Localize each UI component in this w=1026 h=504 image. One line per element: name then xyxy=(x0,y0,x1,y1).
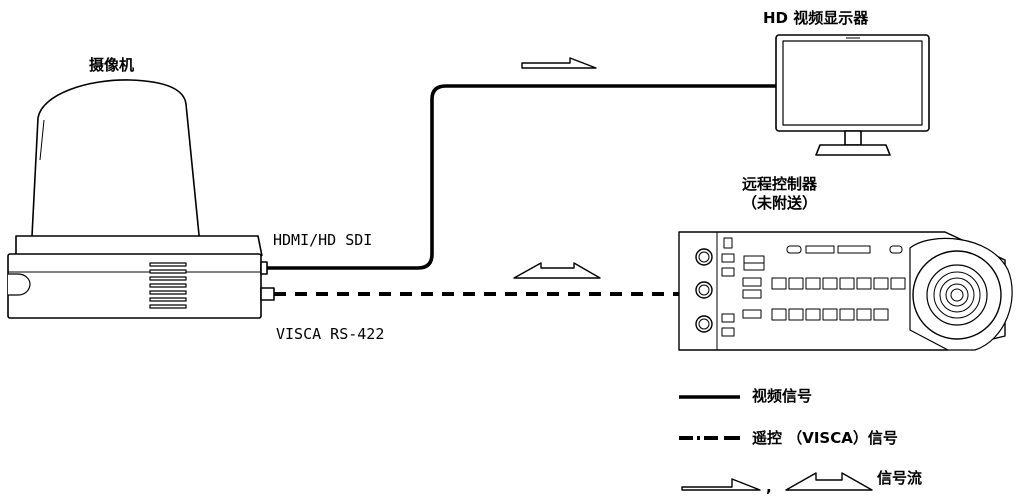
camera-illustration xyxy=(7,79,275,319)
button-row-top xyxy=(771,277,906,290)
vent-slots xyxy=(149,262,187,309)
video-cable xyxy=(267,84,776,270)
legend-flow-arrow-one-way xyxy=(681,478,761,491)
legend-comma: , xyxy=(766,478,772,496)
legend-remote-text: 遥控 （VISCA）信号 xyxy=(752,429,898,447)
legend-video-text: 视频信号 xyxy=(752,387,813,405)
camera-label: 摄像机 xyxy=(89,56,135,74)
legend-flow-text: 信号流 xyxy=(877,469,923,487)
remote-flow-arrow xyxy=(513,262,601,279)
monitor-illustration xyxy=(775,34,930,156)
rs422-connector xyxy=(260,287,275,301)
remote-controller-illustration xyxy=(678,231,1013,351)
monitor-label: HD 视频显示器 xyxy=(763,9,869,27)
visca-rs422-label: VISCA RS-422 xyxy=(276,325,385,343)
video-flow-arrow xyxy=(521,57,597,69)
controller-label-line1: 远程控制器 xyxy=(742,175,818,193)
legend-flow-arrow-two-way xyxy=(785,472,873,491)
hdmi-connector xyxy=(260,261,268,275)
button-row-bottom xyxy=(771,308,889,321)
controller-label-line2: （未附送） xyxy=(742,194,818,212)
hdmi-sdi-label: HDMI/HD SDI xyxy=(273,231,373,249)
